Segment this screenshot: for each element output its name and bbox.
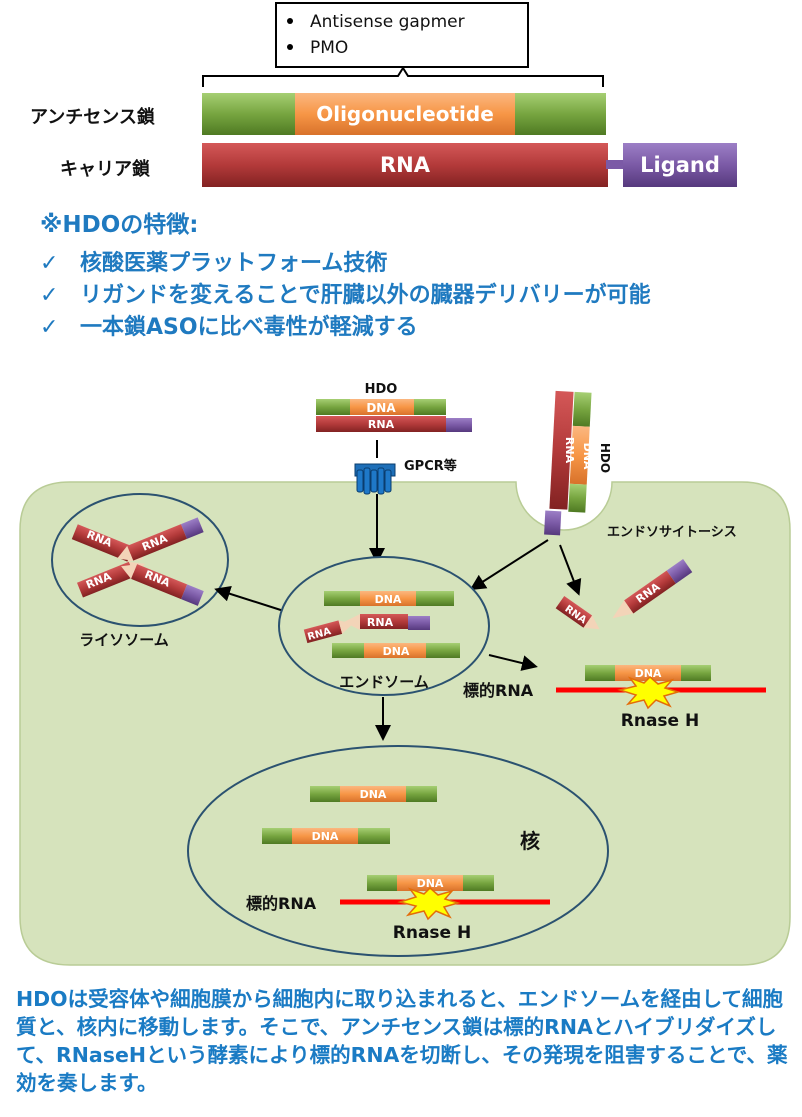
target-rna-label: 標的RNA: [246, 894, 317, 913]
features-title: ※HDOの特徴:: [40, 211, 198, 238]
check-icon: ✓: [40, 315, 58, 340]
rna-label: RNA: [563, 437, 576, 464]
description-text: HDOは受容体や細胞膜から細胞内に取り込まれると、エンドソームを経由して細胞質と…: [16, 987, 788, 1095]
bullet-icon: [287, 18, 293, 24]
hdo-molecule-top: [316, 399, 472, 432]
arrow: [469, 539, 549, 591]
endocytosis-label: エンドソサイトーシス: [607, 525, 737, 540]
rnase-label: Rnase H: [621, 711, 699, 731]
antisense-label: アンチセンス鎖: [30, 106, 156, 128]
gpcr-label: GPCR等: [404, 458, 457, 474]
dna-label: DNA: [383, 645, 410, 658]
hdo-duplex: [262, 828, 390, 844]
modality-box: [275, 2, 529, 68]
rna-label: RNA: [380, 153, 431, 177]
brace: [202, 66, 604, 87]
box-item-gapmer: Antisense gapmer: [310, 12, 465, 32]
rna-label: RNA: [367, 616, 394, 629]
feature-item: 一本鎖ASOに比べ毒性が軽減する: [80, 314, 418, 340]
target-rna-label: 標的RNA: [463, 681, 534, 700]
rna-fragment: [344, 614, 430, 630]
box-item-pmo: PMO: [310, 38, 348, 58]
carrier-strand-rna: [202, 143, 608, 187]
antisense-strand-oligo: [295, 93, 515, 135]
lysosome-label: ライソソーム: [79, 631, 169, 649]
arrow: [488, 654, 538, 671]
hdo-duplex: [324, 591, 454, 606]
rna-fragment: [303, 620, 353, 644]
hdo-duplex: [332, 643, 460, 658]
hdo-duplex: [310, 786, 437, 802]
antisense-strand-left: [202, 93, 295, 135]
oligo-label: Oligonucleotide: [316, 102, 494, 126]
rna-label: RNA: [368, 418, 395, 431]
check-icon: ✓: [40, 251, 58, 276]
arrow: [559, 544, 582, 596]
dna-label: DNA: [581, 443, 594, 470]
hdo-label: HDO: [598, 443, 612, 473]
rna-fragment: [117, 517, 204, 561]
cleavage-blast-icon: [397, 886, 461, 921]
rna-fragment: [555, 595, 600, 630]
cleavage-blast-icon: [617, 675, 681, 710]
rnase-label: Rnase H: [393, 923, 471, 943]
dna-label: DNA: [360, 788, 387, 801]
ligand-block: [623, 143, 737, 187]
hdo-label: HDO: [365, 382, 398, 397]
feature-item: リガンドを変えることで肝臓以外の臓器デリバリーが可能: [80, 282, 651, 308]
endosome-label: エンドソーム: [339, 673, 429, 691]
antisense-strand-right: [515, 93, 606, 135]
dna-label: DNA: [375, 593, 402, 606]
linker: [606, 160, 624, 169]
carrier-label: キャリア鎖: [60, 158, 151, 180]
ligand-label: Ligand: [640, 153, 720, 177]
dna-label: DNA: [635, 667, 662, 680]
bullet-icon: [287, 44, 293, 50]
lysosome: [51, 493, 229, 627]
rna-fragment: [612, 559, 693, 619]
feature-item: 核酸医薬プラットフォーム技術: [80, 250, 387, 276]
dna-label: DNA: [417, 877, 444, 890]
check-icon: ✓: [40, 283, 58, 308]
nucleus-label: 核: [520, 829, 540, 853]
arrow: [214, 586, 288, 613]
dna-label: DNA: [366, 401, 396, 415]
hdo-duplex: [367, 875, 494, 891]
hdo-duplex: [585, 665, 711, 681]
gpcr-receptor-icon: [354, 463, 396, 495]
dna-label: DNA: [312, 830, 339, 843]
rna-fragment: [121, 564, 204, 606]
hdo-molecule-vertical: [544, 390, 592, 536]
